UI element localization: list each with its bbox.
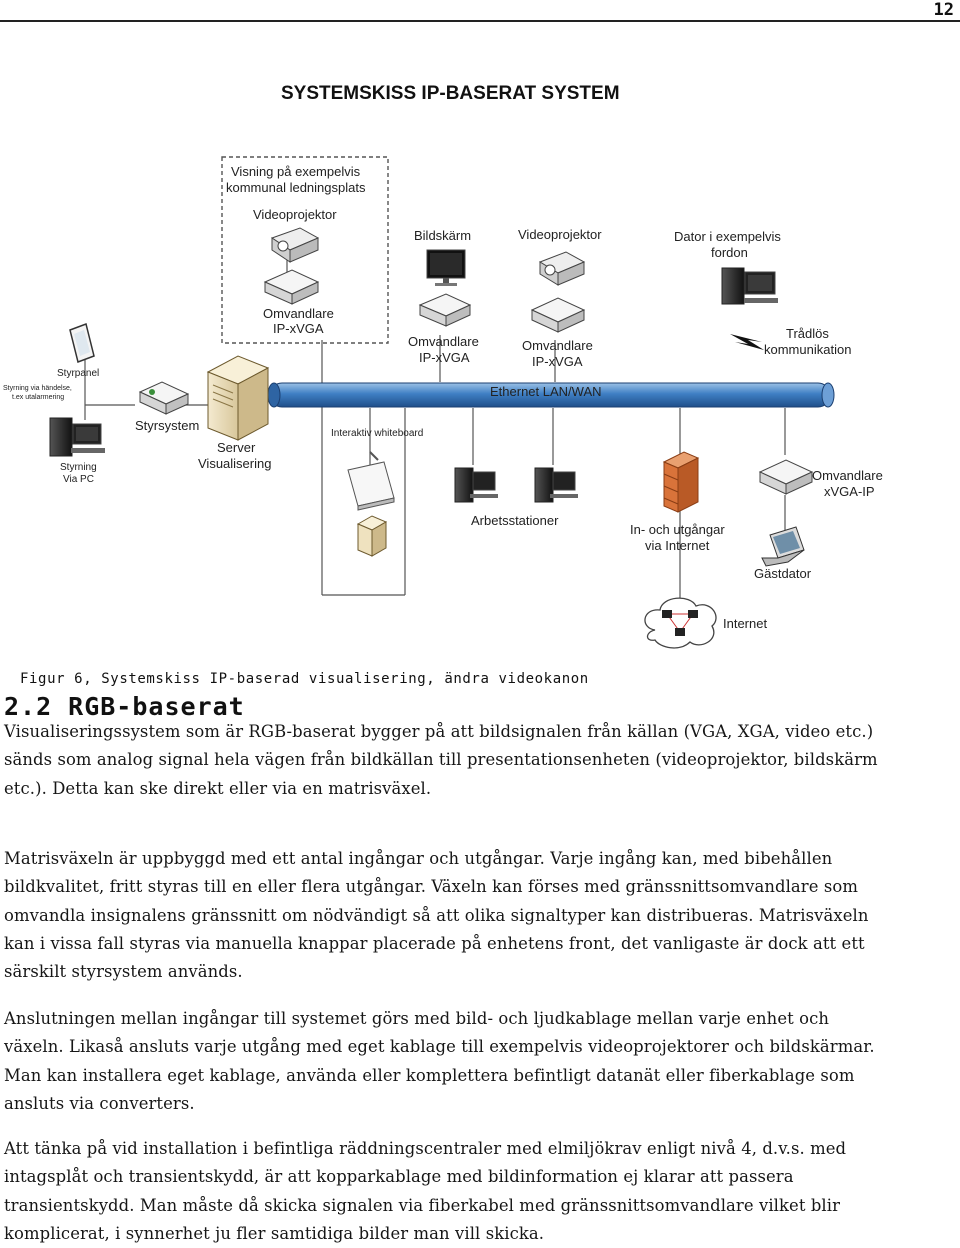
workstation-icon — [534, 467, 578, 503]
converter-icon — [263, 269, 320, 305]
paragraph: Att tänka på vid installation i befintli… — [4, 1135, 954, 1248]
omvandlare-a-label-2: IP-xVGA — [419, 350, 470, 365]
omvandlare-a-label-1: Omvandlare — [408, 334, 479, 349]
videoprojektor-remote-label: Videoprojektor — [253, 207, 337, 222]
remote-viewing-box — [221, 156, 389, 344]
text-line: sänds som analog signal hela vägen från … — [4, 750, 878, 770]
server-icon — [206, 355, 270, 441]
internet-label: Internet — [723, 616, 767, 631]
styrning-pc-label-1: Styrning — [60, 462, 97, 473]
inout-label-2: via Internet — [645, 538, 710, 553]
section-heading: 2.2 RGB-baserat — [4, 692, 245, 721]
computer-tower-icon — [356, 515, 388, 557]
workstation-icon — [454, 467, 498, 503]
text-line: Anslutningen mellan ingångar till system… — [4, 1009, 830, 1028]
text-line: transientskydd. Man måste då skicka sign… — [4, 1195, 841, 1215]
text-line: etc.). Detta kan ske direkt eller via en… — [4, 778, 432, 798]
omvandlare-xvga-label-1: Omvandlare — [812, 468, 883, 483]
laptop-icon — [761, 526, 805, 567]
dator-label-2: fordon — [711, 245, 748, 260]
control-unit-icon — [138, 381, 190, 415]
whiteboard-icon — [347, 451, 395, 511]
text-line: omvandla insignalens gränssnitt om nödvä… — [4, 905, 869, 925]
paragraph: Visualiseringssystem som är RGB-baserat … — [4, 718, 954, 803]
omvandlare-b-label-1: Omvandlare — [522, 338, 593, 353]
section-number: 2.2 — [4, 692, 53, 721]
omvandlare-b-label-2: IP-xVGA — [532, 354, 583, 369]
styrsystem-label: Styrsystem — [135, 418, 199, 433]
page-number: 12 — [933, 0, 954, 20]
arbetsstationer-label: Arbetsstationer — [471, 513, 559, 528]
tablet-icon — [69, 323, 95, 363]
videoprojektor-top-label: Videoprojektor — [518, 227, 602, 242]
lightning-icon — [730, 334, 764, 350]
paragraph: Matrisväxeln är uppbyggd med ett antal i… — [4, 845, 954, 986]
text-line: Att tänka på vid installation i befintli… — [4, 1139, 847, 1158]
text-line: växeln. Likaså ansluts varje utgång med … — [4, 1037, 875, 1057]
dator-label-1: Dator i exempelvis — [674, 229, 781, 244]
omvandlare-remote-label-2: IP-xVGA — [273, 321, 324, 336]
converter-icon — [418, 293, 472, 327]
text-line: särskilt styrsystem används. — [4, 962, 243, 982]
computer-icon — [49, 417, 105, 457]
section-title: RGB-baserat — [68, 692, 245, 721]
text-line: bildkvalitet, fritt styras till en eller… — [4, 877, 858, 897]
bildskarm-label: Bildskärm — [414, 228, 471, 243]
diagram-title: SYSTEMSKISS IP-BASERAT SYSTEM — [281, 83, 620, 104]
text-line: ansluts via converters. — [4, 1093, 195, 1113]
ethernet-backbone — [267, 382, 835, 408]
inout-label-1: In- och utgångar — [630, 522, 725, 537]
styrpanel-label: Styrpanel — [57, 368, 99, 379]
projector-icon — [270, 227, 320, 263]
tradlos-label-2: kommunikation — [764, 342, 851, 357]
text-line: Visualiseringssystem som är RGB-baserat … — [4, 722, 874, 741]
projector-icon — [538, 251, 586, 286]
remote-box-label-1: Visning på exempelvis — [231, 164, 361, 179]
server-label-2: Visualisering — [198, 456, 271, 471]
converter-icon — [530, 297, 586, 333]
text-line: komplicerat, i synnerhet ju fler samtidi… — [4, 1223, 545, 1243]
header-rule — [0, 20, 960, 22]
text-line: intagsplåt och transientskydd, är att ko… — [4, 1167, 794, 1187]
system-diagram: SYSTEMSKISS IP-BASERAT SYSTEM Visning på… — [3, 83, 883, 649]
text-line: kan i vissa fall styras via manuella kna… — [4, 933, 865, 953]
styrning-handelse-label-2: t.ex utalarmering — [12, 394, 64, 401]
converter-icon — [758, 459, 814, 495]
computer-icon — [721, 267, 778, 305]
internet-cloud-icon — [644, 597, 717, 649]
ethernet-label: Ethernet LAN/WAN — [490, 384, 602, 399]
paragraph: Anslutningen mellan ingångar till system… — [4, 1005, 954, 1118]
text-line: Matrisväxeln är uppbyggd med ett antal i… — [4, 849, 833, 868]
whiteboard-label: Interaktiv whiteboard — [331, 428, 423, 439]
styrning-handelse-label-1: Styrning via händelse, — [3, 385, 72, 392]
gastdator-label: Gästdator — [754, 566, 812, 581]
firewall-icon — [662, 451, 700, 513]
styrning-pc-label-2: Via PC — [63, 474, 94, 485]
tradlos-label-1: Trådlös — [786, 326, 829, 341]
server-label-1: Server — [217, 440, 256, 455]
figure-caption: Figur 6, Systemskiss IP-baserad visualis… — [20, 671, 589, 687]
omvandlare-xvga-label-2: xVGA-IP — [824, 484, 875, 499]
text-line: Man kan installera eget kablage, använda… — [4, 1065, 855, 1085]
monitor-icon — [426, 249, 466, 286]
omvandlare-remote-label-1: Omvandlare — [263, 306, 334, 321]
remote-box-label-2: kommunal ledningsplats — [226, 180, 366, 195]
